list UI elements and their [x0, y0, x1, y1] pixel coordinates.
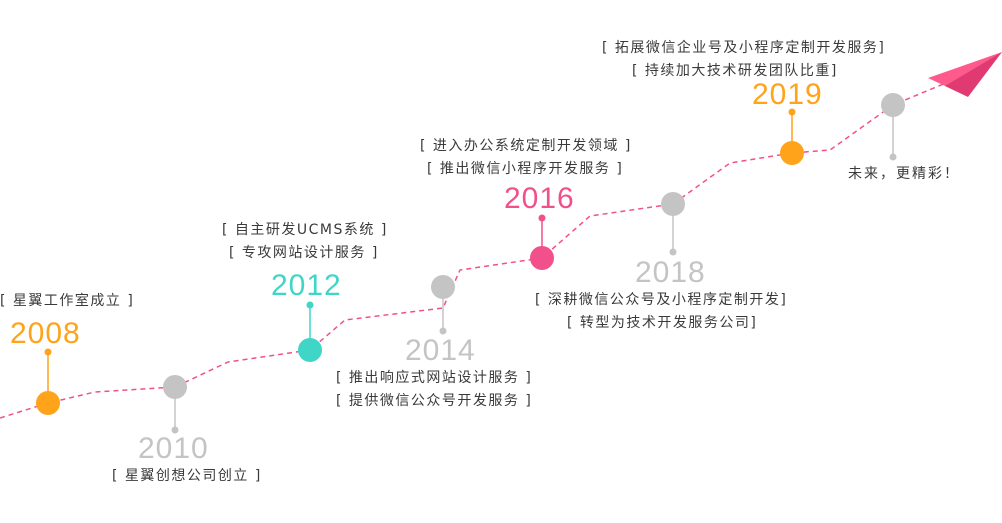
milestone-2008-description: [ 星翼工作室成立 ]	[0, 290, 134, 313]
milestone-future-node	[881, 93, 905, 117]
milestone-2019-description: [ 拓展微信企业号及小程序定制开发服务] [ 持续加大技术研发团队比重]	[602, 37, 885, 82]
milestone-desc-line: [ 推出响应式网站设计服务 ]	[336, 370, 533, 386]
milestone-2012-description: [ 自主研发UCMS系统 ] [ 专攻网站设计服务 ]	[222, 219, 388, 264]
milestone-2014-connector-dot	[439, 327, 447, 335]
milestone-2016-year: 2016	[504, 182, 575, 215]
milestone-desc-line: [ 星翼创想公司创立 ]	[112, 468, 262, 484]
milestone-2012-year: 2012	[271, 269, 342, 302]
milestone-desc-line: [ 拓展微信企业号及小程序定制开发服务]	[602, 40, 886, 56]
milestone-2019-year: 2019	[752, 78, 823, 111]
milestone-2012-node	[298, 338, 322, 362]
milestone-2018-year: 2018	[635, 256, 706, 289]
milestone-desc-line: [ 进入办公系统定制开发领域 ]	[420, 138, 632, 154]
milestone-2014-description: [ 推出响应式网站设计服务 ] [ 提供微信公众号开发服务 ]	[336, 367, 532, 412]
milestone-2008-year: 2008	[10, 317, 81, 350]
milestone-2016-description: [ 进入办公系统定制开发领域 ] [ 推出微信小程序开发服务 ]	[420, 135, 632, 180]
milestone-desc-line: [ 转型为技术开发服务公司]	[567, 314, 758, 331]
milestone-2014-year: 2014	[405, 334, 476, 367]
milestone-desc-line: [ 自主研发UCMS系统 ]	[222, 222, 388, 238]
milestone-2014-node	[431, 275, 455, 299]
milestone-desc-line: [ 星翼工作室成立 ]	[0, 293, 135, 309]
milestone-desc-line: [ 深耕微信公众号及小程序定制开发]	[535, 292, 788, 308]
milestone-desc-line: [ 持续加大技术研发团队比重]	[632, 62, 838, 79]
milestone-2016-node	[530, 246, 554, 270]
milestone-2019-connector-dot	[788, 108, 796, 116]
future-label: 未来，更精彩！	[848, 166, 960, 182]
milestone-2008-node	[36, 391, 60, 415]
milestone-future-connector-dot	[889, 153, 897, 161]
milestone-2018-connector-dot	[669, 248, 677, 256]
milestone-2010-year: 2010	[138, 432, 209, 465]
milestone-2018-description: [ 深耕微信公众号及小程序定制开发] [ 转型为技术开发服务公司]	[535, 289, 787, 334]
milestone-2019-node	[780, 141, 804, 165]
milestone-2010-description: [ 星翼创想公司创立 ]	[112, 465, 262, 488]
milestone-2010-connector-dot	[171, 426, 179, 434]
timeline-path	[0, 74, 966, 419]
milestone-2010-node	[163, 375, 187, 399]
milestone-2016-connector-dot	[538, 214, 546, 222]
paper-plane-icon	[928, 52, 1002, 97]
milestone-desc-line: [ 推出微信小程序开发服务 ]	[427, 160, 624, 177]
milestone-desc-line: [ 专攻网站设计服务 ]	[229, 244, 379, 261]
milestone-2012-connector-dot	[306, 301, 314, 309]
milestone-2008-connector-dot	[44, 348, 52, 356]
milestone-desc-line: [ 提供微信公众号开发服务 ]	[336, 392, 533, 409]
milestone-2018-node	[661, 192, 685, 216]
